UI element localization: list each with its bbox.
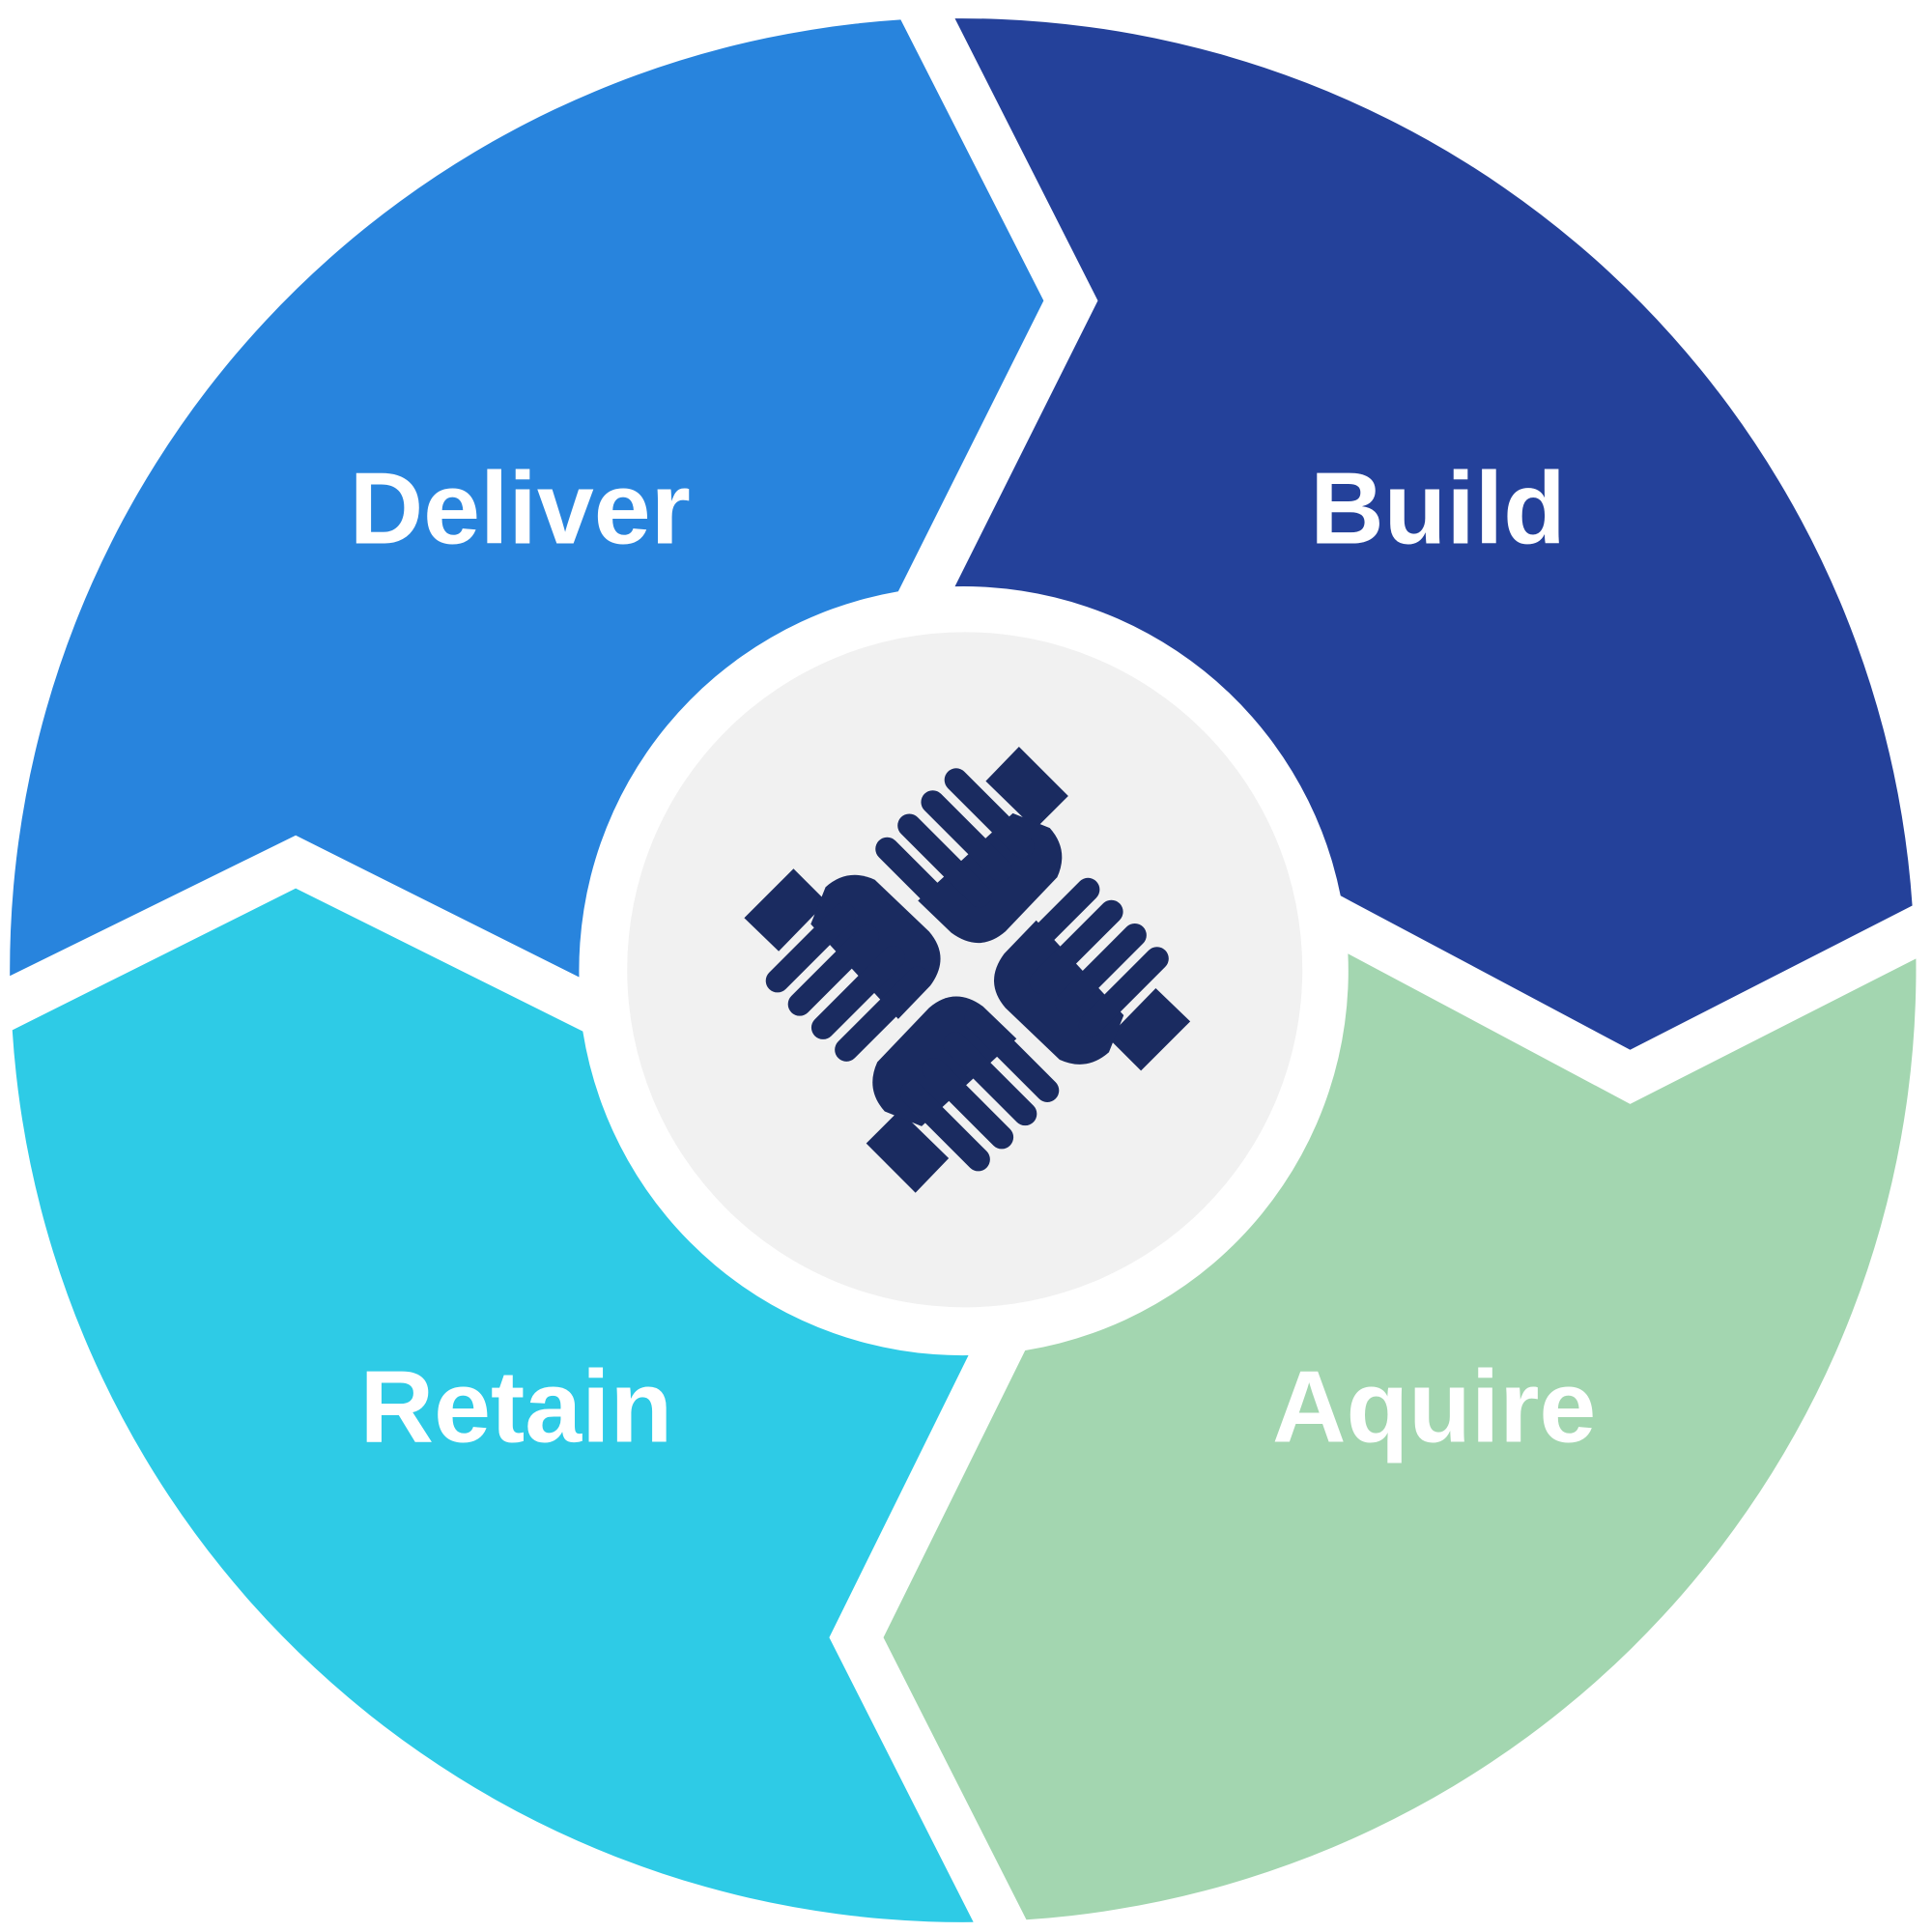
label-retain: Retain bbox=[360, 1350, 673, 1463]
segment-retain bbox=[12, 888, 974, 1922]
segment-deliver bbox=[10, 19, 1044, 978]
center-circle bbox=[627, 632, 1303, 1308]
label-build: Build bbox=[1310, 452, 1566, 566]
segment-aquire bbox=[883, 953, 1917, 1920]
label-deliver: Deliver bbox=[350, 452, 691, 566]
segment-build bbox=[954, 18, 1913, 1050]
label-aquire: Aquire bbox=[1272, 1350, 1596, 1463]
